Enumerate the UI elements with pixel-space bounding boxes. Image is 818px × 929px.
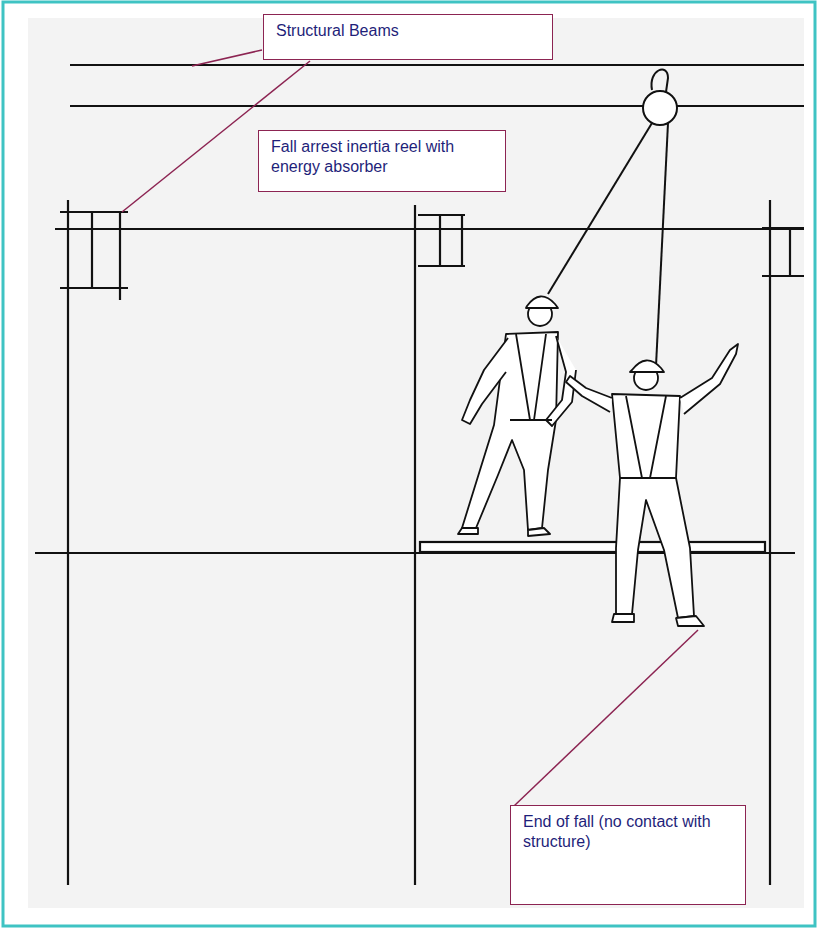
paper-ground <box>28 18 804 908</box>
frame <box>3 2 815 926</box>
callout-box: End of fall (no contact with structure) <box>510 805 746 905</box>
callout-box: Structural Beams <box>263 14 553 60</box>
inertia-reel <box>548 69 677 366</box>
callout-box: Fall arrest inertia reel with energy abs… <box>258 130 506 192</box>
standing-worker <box>458 296 576 536</box>
callout-text: Structural Beams <box>276 21 540 41</box>
hanging-worker <box>566 344 738 626</box>
callout-text: Fall arrest inertia reel with energy abs… <box>271 137 493 177</box>
callout-text: End of fall (no contact with structure) <box>523 812 733 852</box>
structure <box>35 65 804 885</box>
leader-lines <box>122 50 698 806</box>
